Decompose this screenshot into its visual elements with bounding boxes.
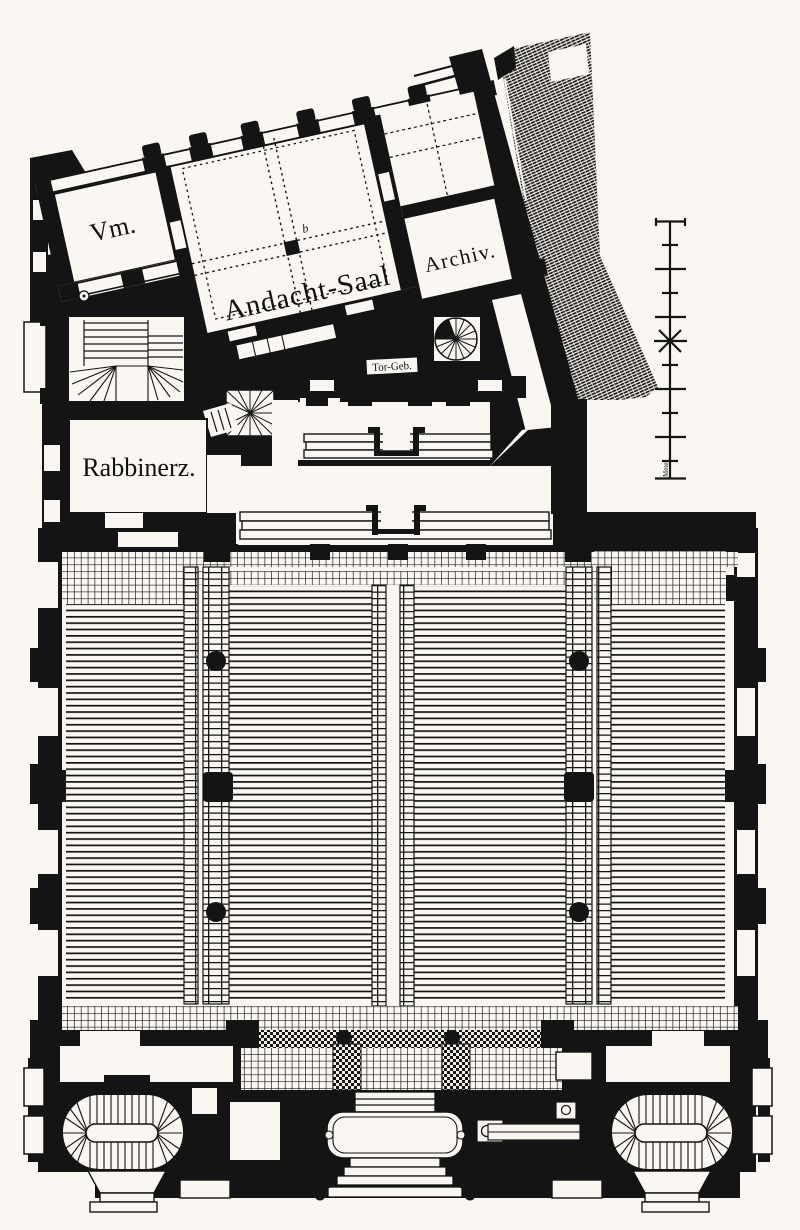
svg-text:Rabbinerz.: Rabbinerz. <box>82 453 195 482</box>
svg-text:Meter: Meter <box>662 460 670 477</box>
svg-text:Tor-Geb.: Tor-Geb. <box>372 360 412 374</box>
svg-text:b: b <box>301 221 310 236</box>
